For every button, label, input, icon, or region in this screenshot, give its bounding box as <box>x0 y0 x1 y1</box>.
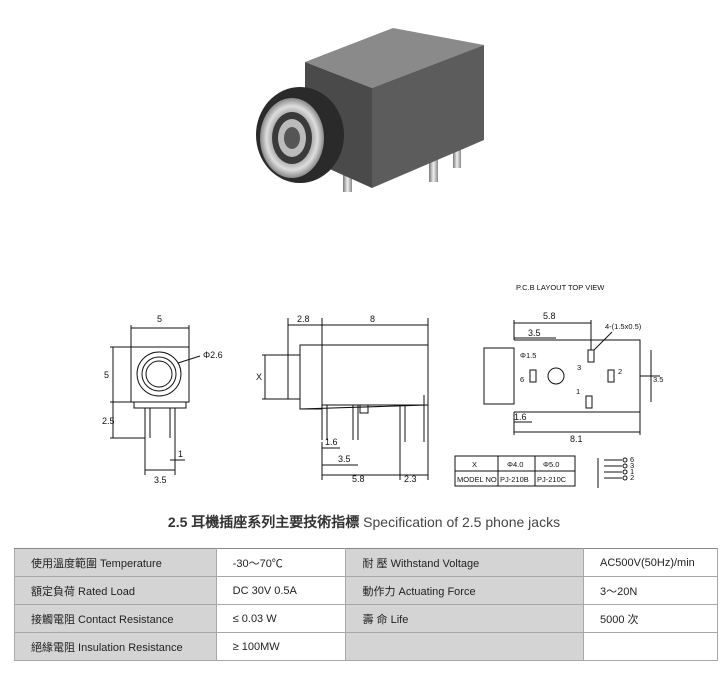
pcb-pin-1: 1 <box>576 387 580 396</box>
dim-pcb-w2: 3.5 <box>528 328 541 338</box>
technical-drawing: 5 Φ2.6 5 2.5 1 3.5 X 2.8 8 1.6 3.5 5.8 2… <box>102 283 663 488</box>
pcb-layout <box>483 320 660 435</box>
dim-side-d3: 5.8 <box>352 474 365 484</box>
spec-value-actuating-force: 3～20N <box>583 576 718 605</box>
dim-pcb-total: 8.1 <box>570 434 583 444</box>
model-table-grid <box>454 455 576 487</box>
front-view <box>110 325 201 475</box>
spec-value-temperature: -30～70℃ <box>215 548 347 577</box>
spec-caption: 2.5 耳機插座系列主要技術指標 Specification of 2.5 ph… <box>0 512 728 532</box>
spec-value-withstand-voltage: AC500V(50Hz)/min <box>583 548 718 577</box>
spec-label-contact-resistance: 接觸電阻 Contact Resistance <box>14 604 217 633</box>
schematic <box>597 457 628 488</box>
spec-empty-value <box>583 632 718 661</box>
table-row: 接觸電阻 Contact Resistance ≤ 0.03 W 壽 命 Lif… <box>14 604 718 633</box>
product-photo <box>256 28 484 192</box>
dim-front-width: 5 <box>157 314 162 324</box>
caption-subtitle: Specification of 2.5 phone jacks <box>363 514 561 530</box>
spec-empty-cell <box>345 632 585 661</box>
spec-value-rated-load: DC 30V 0.5A <box>215 576 347 605</box>
dim-pcb-d1: 1.6 <box>514 412 527 422</box>
spec-label-temperature: 使用溫度範圍 Temperature <box>14 548 217 577</box>
phone-jack-image <box>256 28 484 192</box>
schematic-pin-2: 2 <box>630 473 634 482</box>
dim-side-d1: 1.6 <box>325 437 338 447</box>
spec-label-rated-load: 額定負荷 Rated Load <box>14 576 217 605</box>
dim-pcb-w1: 5.8 <box>543 311 556 321</box>
spec-table: 使用溫度範圍 Temperature -30～70℃ 耐 壓 Withstand… <box>14 548 718 661</box>
side-x-label: X <box>256 372 262 382</box>
spec-label-life: 壽 命 Life <box>345 604 585 633</box>
dim-front-height: 5 <box>104 370 109 380</box>
spec-label-withstand-voltage: 耐 壓 Withstand Voltage <box>345 548 585 577</box>
model-header-4: Φ4.0 <box>507 460 523 469</box>
dim-lead-length: 2.5 <box>102 416 115 426</box>
spec-label-insulation-resistance: 絕緣電阻 Insulation Resistance <box>14 632 217 661</box>
dim-pcb-height: 3.5 <box>653 375 663 384</box>
dim-pcb-hole: Φ1.5 <box>520 351 536 360</box>
pcb-pin-2: 2 <box>618 367 622 376</box>
pcb-title: P.C.B LAYOUT TOP VIEW <box>516 283 605 292</box>
side-view <box>262 318 429 480</box>
dim-side-d2: 3.5 <box>338 454 351 464</box>
dim-pin-offset: 1 <box>178 449 183 459</box>
model-header-5: Φ5.0 <box>543 460 559 469</box>
dim-side-d4: 2.3 <box>404 474 417 484</box>
spec-label-actuating-force: 動作力 Actuating Force <box>345 576 585 605</box>
schematic-pin-3: 3 <box>630 461 634 470</box>
spec-value-insulation-resistance: ≥ 100MW <box>215 632 347 661</box>
pcb-pin-6: 6 <box>520 375 524 384</box>
schematic-pin-6: 6 <box>630 455 634 464</box>
table-row: 額定負荷 Rated Load DC 30V 0.5A 動作力 Actuatin… <box>14 576 718 605</box>
spec-value-contact-resistance: ≤ 0.03 W <box>215 604 347 633</box>
dim-front-length: 2.8 <box>297 314 310 324</box>
spec-value-life: 5000 次 <box>583 604 718 633</box>
schematic-pin-1: 1 <box>630 467 634 476</box>
model-pj210b: PJ-210B <box>500 475 529 484</box>
pcb-pin-3: 3 <box>577 363 581 372</box>
model-row-label: MODEL NO <box>457 475 497 484</box>
model-pj210c: PJ-210C <box>537 475 567 484</box>
model-header-x: X <box>472 460 477 469</box>
dim-hole-dia: Φ2.6 <box>203 350 223 360</box>
table-row: 絕緣電阻 Insulation Resistance ≥ 100MW <box>14 632 718 661</box>
dim-body-length: 8 <box>370 314 375 324</box>
table-row: 使用溫度範圍 Temperature -30～70℃ 耐 壓 Withstand… <box>14 548 718 577</box>
caption-title: 2.5 耳機插座系列主要技術指標 <box>167 514 360 530</box>
dim-pcb-slot: 4-(1.5x0.5) <box>605 322 642 331</box>
dim-pin-pitch: 3.5 <box>154 475 167 485</box>
